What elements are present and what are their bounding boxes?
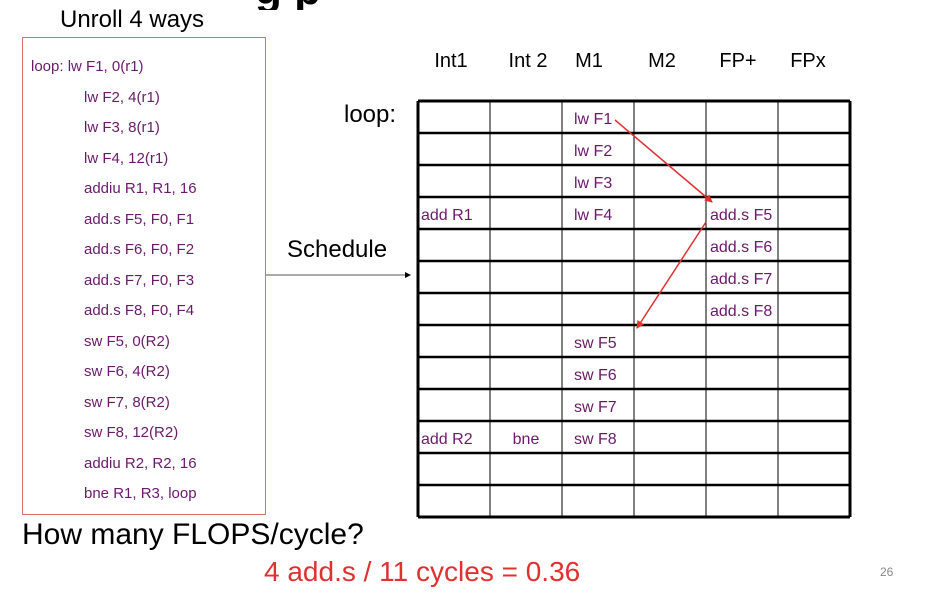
schedule-cell-text: sw F7 (574, 399, 617, 416)
code-line: sw F8, 12(R2) (84, 424, 179, 441)
code-line: lw F2, 4(r1) (84, 88, 160, 106)
schedule-cell-text: sw F6 (574, 367, 617, 384)
code-line: lw F3, 8(r1) (84, 119, 160, 136)
loop-label: loop: (344, 101, 397, 128)
schedule-cell-text: add.s F6 (710, 239, 772, 256)
answer-text: 4 add.s / 11 cycles = 0.36 (264, 556, 581, 587)
schedule-cells: lw F1 lw F2 lw F3 add R1 lw F4 add.s F5 add.s … (421, 111, 772, 448)
code-line: bne R1, R3, loop (84, 485, 197, 502)
code-line: loop: lw F1, 0(r1) (31, 58, 144, 75)
dependency-arrow-lwf1-adds (614, 119, 713, 203)
unroll-heading: Unroll 4 ways (60, 6, 205, 33)
code-line: addiu R2, R2, 16 (84, 454, 197, 472)
schedule-cell-text: add R1 (421, 207, 473, 224)
schedule-cell-text: lw F4 (574, 207, 612, 224)
column-header: M2 (648, 50, 676, 72)
schedule-cell-text: lw F1 (574, 111, 612, 128)
code-line: add.s F8, F0, F4 (84, 302, 195, 319)
code-line: sw F7, 8(R2) (84, 393, 170, 411)
schedule-cell-text: lw F2 (574, 143, 612, 160)
column-header: M1 (575, 50, 603, 72)
column-header: Int1 (434, 50, 468, 72)
code-line: sw F5, 0(R2) (84, 332, 170, 350)
slide-number: 26 (880, 565, 894, 579)
schedule-cell-text: sw F8 (574, 431, 617, 448)
column-header: Int 2 (508, 50, 548, 72)
question-text: How many FLOPS/cycle? (22, 518, 364, 551)
schedule-cell-text: bne (513, 431, 540, 448)
schedule-cell-text: lw F3 (574, 175, 612, 192)
code-line: add.s F7, F0, F3 (84, 271, 195, 289)
code-listing-box: loop: lw F1, 0(r1) lw F2, 4(r1) lw F3, 8(r… (22, 37, 266, 515)
schedule-cell-text: add.s F5 (710, 207, 772, 224)
code-line: sw F6, 4(R2) (84, 363, 170, 380)
code-line: add.s F6, F0, F2 (84, 241, 195, 258)
schedule-label: Schedule (287, 236, 388, 263)
code-line: addiu R1, R1, 16 (84, 180, 197, 197)
schedule-grid (416, 99, 852, 519)
schedule-cell-text: add.s F7 (710, 271, 772, 288)
code-line: add.s F5, F0, F1 (84, 210, 195, 228)
slide-title-fragment: g p (255, 0, 505, 10)
column-header: FPx (790, 50, 826, 72)
schedule-cell-text: sw F5 (574, 335, 617, 352)
column-header: FP+ (719, 50, 757, 72)
code-line: lw F4, 12(r1) (84, 149, 169, 167)
dependency-arrow-adds-swf5 (636, 221, 707, 329)
schedule-cell-text: add.s F8 (710, 303, 772, 320)
schedule-cell-text: add R2 (421, 431, 473, 448)
